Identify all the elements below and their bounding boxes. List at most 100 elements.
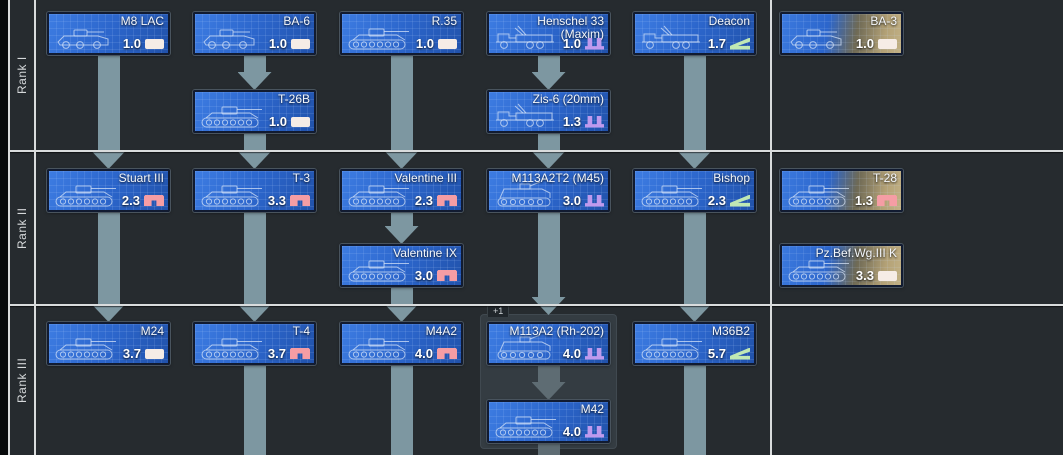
light-tank-icon — [291, 116, 310, 127]
medium-tank-icon — [877, 195, 897, 206]
sidebar-edge — [0, 0, 8, 455]
tank-destroyer-icon — [730, 347, 750, 360]
vehicle-name-line2: (Maxim) — [560, 27, 604, 41]
spaa-icon — [585, 194, 604, 207]
vehicle-card-pz-bef-wg-iii-k[interactable]: Pz.Bef.Wg.III K 3.3 — [780, 244, 903, 287]
battle-rating-row: 1.0 — [269, 36, 310, 51]
vehicle-name: M36B2 — [711, 324, 750, 338]
spaa-icon — [585, 425, 604, 438]
battle-rating-row: 3.0 — [415, 268, 457, 283]
connector-arrowhead — [237, 72, 272, 90]
vehicle-name: M113A2T2 (M45) — [511, 171, 604, 185]
vehicle-card-t-26b[interactable]: T-26B 1.0 — [193, 90, 316, 133]
tank-destroyer-icon — [730, 194, 750, 207]
vehicle-sketch — [55, 338, 116, 360]
battle-rating: 3.3 — [267, 193, 286, 208]
vehicle-sketch — [495, 416, 556, 438]
vehicle-sketch — [788, 185, 849, 207]
vehicle-card-m113a2-rh-202[interactable]: M113A2 (Rh-202)4.0 — [487, 322, 610, 365]
connector-line — [390, 54, 413, 151]
medium-tank-icon — [290, 195, 310, 206]
battle-rating: 4.0 — [562, 424, 581, 439]
battle-rating: 3.0 — [562, 193, 581, 208]
vehicle-name: Deacon — [708, 14, 750, 28]
battle-rating-row: 2.3 — [415, 193, 457, 208]
battle-rating: 3.7 — [267, 346, 286, 361]
premium-column-divider — [770, 0, 772, 455]
battle-rating: 1.0 — [122, 36, 141, 51]
connector-line — [537, 442, 560, 455]
connector-line — [243, 132, 266, 151]
connector-line — [537, 211, 560, 297]
battle-rating-row: 2.3 — [122, 193, 164, 208]
light-tank-icon — [438, 38, 457, 49]
medium-tank-icon — [290, 348, 310, 359]
vehicle-card-henschel-33[interactable]: Henschel 33(Maxim)1.0 — [487, 12, 610, 55]
light-tank-icon — [291, 38, 310, 49]
vehicle-name: M24 — [140, 324, 164, 338]
rank-label-3: Rank III — [15, 357, 29, 403]
battle-rating-row: 1.7 — [708, 36, 750, 51]
battle-rating-row: 1.0 — [269, 114, 310, 129]
connector-arrowhead — [384, 304, 419, 322]
connector-line — [390, 286, 413, 304]
battle-rating-row: 4.0 — [563, 346, 604, 361]
vehicle-name: M8 LAC — [120, 14, 164, 28]
battle-rating: 2.3 — [707, 193, 726, 208]
medium-tank-icon — [144, 195, 164, 206]
medium-tank-icon — [437, 348, 457, 359]
connector-line — [243, 54, 266, 72]
battle-rating: 2.3 — [414, 193, 433, 208]
vehicle-card-t-4[interactable]: T-4 3.7 — [193, 322, 316, 365]
rank-label-1: Rank I — [15, 56, 29, 95]
battle-rating-row: 3.0 — [563, 193, 604, 208]
group-expand-badge[interactable]: +1 — [487, 305, 510, 317]
vehicle-sketch — [201, 185, 262, 207]
vehicle-card-m113a2t2-m45[interactable]: M113A2T2 (M45) 3.0 — [487, 169, 610, 212]
battle-rating-row: 2.3 — [708, 193, 750, 208]
spaa-icon — [585, 347, 604, 360]
vehicle-name: T-4 — [292, 324, 310, 338]
battle-rating-row: 4.0 — [415, 346, 457, 361]
battle-rating: 1.0 — [855, 36, 874, 51]
vehicle-card-bishop[interactable]: Bishop 2.3 — [633, 169, 756, 212]
vehicle-sketch — [496, 25, 554, 49]
battle-rating: 1.3 — [562, 114, 581, 129]
battle-rating-row: 1.0 — [856, 36, 897, 51]
battle-rating: 4.0 — [414, 346, 433, 361]
vehicle-name: Bishop — [713, 171, 750, 185]
medium-tank-icon — [437, 195, 457, 206]
vehicle-name: T-28 — [872, 171, 897, 185]
vehicle-card-deacon[interactable]: Deacon 1.7 — [633, 12, 756, 55]
vehicle-name: T-26B — [277, 92, 310, 106]
connector-line — [683, 364, 706, 455]
vehicle-card-zis-6-20mm[interactable]: Zis-6 (20mm)1.3 — [487, 90, 610, 133]
battle-rating: 4.0 — [562, 346, 581, 361]
battle-rating: 3.3 — [855, 268, 874, 283]
vehicle-card-t-28[interactable]: T-28 1.3 — [780, 169, 903, 212]
battle-rating-row: 3.7 — [268, 346, 310, 361]
vehicle-sketch — [348, 28, 409, 50]
vehicle-card-m8-lac[interactable]: M8 LAC 1.0 — [47, 12, 170, 55]
vehicle-sketch — [57, 29, 109, 49]
rank-label-2: Rank II — [15, 207, 29, 249]
battle-rating: 1.0 — [415, 36, 434, 51]
battle-rating-row: 1.0 — [563, 36, 604, 51]
vehicle-name: Pz.Bef.Wg.III K — [815, 246, 897, 260]
light-tank-icon — [145, 348, 164, 359]
connector-arrowhead — [384, 226, 419, 244]
battle-rating-row: 1.3 — [855, 193, 897, 208]
connector-line — [683, 54, 706, 151]
vehicle-sketch — [348, 185, 409, 207]
